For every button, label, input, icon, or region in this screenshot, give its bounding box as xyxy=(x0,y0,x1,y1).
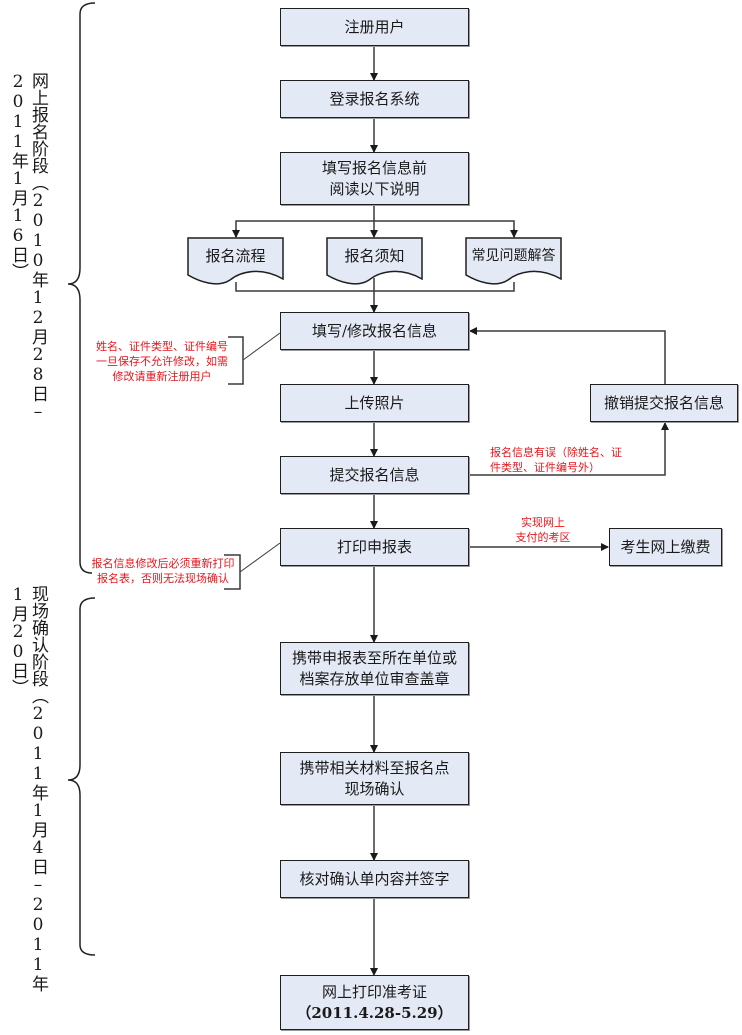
step-upload-photo-label: 上传照片 xyxy=(344,393,405,412)
step-read-line-1: 填写报名信息前 xyxy=(321,158,427,177)
doc-faq-label: 常见问题解答 xyxy=(471,248,556,264)
step-register: 注册用户 xyxy=(280,8,469,46)
arrow-cancel-fill xyxy=(469,327,666,384)
step-stamp-line-2: 档案存放单位审查盖章 xyxy=(299,669,450,688)
doc-shape-notice xyxy=(326,237,423,285)
doc-notice-label: 报名须知 xyxy=(344,246,405,265)
note-payment-region-line-2: 支付的考区 xyxy=(515,531,571,544)
doc-shape-faq xyxy=(465,237,562,285)
step-onsite-confirm-line-2: 现场确认 xyxy=(344,779,405,798)
doc-notice: 报名须知 xyxy=(327,238,422,272)
step-print-ticket-line-2: （2011.4.28-5.29） xyxy=(296,1003,453,1022)
step-print-ticket-line-1: 网上打印准考证 xyxy=(321,982,427,1001)
doc-faq: 常见问题解答 xyxy=(466,238,561,272)
split-line xyxy=(235,220,515,237)
step-onsite-confirm: 携带相关材料至报名点 现场确认 xyxy=(280,752,469,805)
brace-online xyxy=(67,2,96,574)
step-fill-info-label: 填写/修改报名信息 xyxy=(311,321,438,340)
step-sign: 核对确认单内容并签字 xyxy=(280,860,469,898)
phase-label-online: 网上报名阶段（2010年12月28日–2011年1月16日） xyxy=(8,72,48,422)
note-info-error-line-2: 件类型、证件编号外） xyxy=(490,461,600,474)
step-cancel-submit-label: 撤销提交报名信息 xyxy=(603,393,724,412)
note-reprint-line-1: 报名信息修改后必须重新打印 xyxy=(91,557,235,570)
step-upload-photo: 上传照片 xyxy=(280,384,469,422)
doc-process: 报名流程 xyxy=(188,238,283,272)
step-submit-info: 提交报名信息 xyxy=(280,456,469,494)
note-no-modify-line-2: 一旦保存不允许修改，如需 xyxy=(96,355,228,368)
doc-process-label: 报名流程 xyxy=(205,246,266,265)
note-info-error: 报名信息有误（除姓名、证 件类型、证件编号外） xyxy=(490,445,622,475)
step-login-label: 登录报名系统 xyxy=(329,89,420,108)
step-print-form-label: 打印申报表 xyxy=(336,537,412,556)
note-payment-region: 实现网上 支付的考区 xyxy=(508,515,578,545)
step-fill-info: 填写/修改报名信息 xyxy=(280,312,469,350)
step-stamp: 携带申报表至所在单位或 档案存放单位审查盖章 xyxy=(280,642,469,695)
note-no-modify-line-1: 姓名、证件类型、证件编号 xyxy=(96,340,228,353)
doc-shape-process xyxy=(187,237,284,285)
brace-onsite xyxy=(67,597,96,956)
step-read-line-2: 阅读以下说明 xyxy=(329,179,420,198)
step-online-payment-label: 考生网上缴费 xyxy=(620,537,711,556)
step-print-ticket: 网上打印准考证 （2011.4.28-5.29） xyxy=(280,975,469,1030)
step-stamp-line-1: 携带申报表至所在单位或 xyxy=(291,648,457,667)
arrow-submit-cancel xyxy=(468,422,669,476)
note-no-modify-line-3: 修改请重新注册用户 xyxy=(112,370,212,383)
step-online-payment: 考生网上缴费 xyxy=(609,528,722,566)
step-cancel-submit: 撤销提交报名信息 xyxy=(590,384,738,422)
note-info-error-line-1: 报名信息有误（除姓名、证 xyxy=(490,446,622,459)
note-reprint: 报名信息修改后必须重新打印 报名表，否则无法现场确认 xyxy=(88,556,238,586)
note-reprint-line-2: 报名表，否则无法现场确认 xyxy=(97,572,229,585)
note-no-modify: 姓名、证件类型、证件编号 一旦保存不允许修改，如需 修改请重新注册用户 xyxy=(86,339,238,384)
step-print-form: 打印申报表 xyxy=(280,528,469,566)
step-sign-label: 核对确认单内容并签字 xyxy=(299,869,450,888)
step-read-instructions: 填写报名信息前 阅读以下说明 xyxy=(280,152,469,205)
step-submit-info-label: 提交报名信息 xyxy=(329,465,420,484)
callout-bracket-1 xyxy=(228,336,244,385)
phase-label-onsite: 现场确认阶段（2011年1月4日–2011年1月20日） xyxy=(8,585,48,992)
step-login: 登录报名系统 xyxy=(280,80,469,118)
merge-line xyxy=(235,282,515,292)
note-payment-region-line-1: 实现网上 xyxy=(521,516,565,529)
step-onsite-confirm-line-1: 携带相关材料至报名点 xyxy=(299,758,450,777)
step-register-label: 注册用户 xyxy=(344,17,405,36)
